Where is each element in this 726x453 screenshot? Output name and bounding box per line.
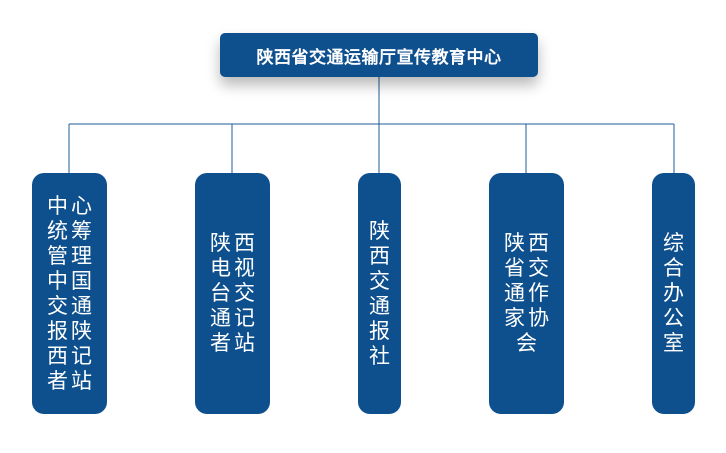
label-glyph: 记	[234, 306, 255, 330]
child-node-newspaper: 陕西交通报社	[358, 173, 401, 414]
child-node-label: 综合办公室	[662, 231, 686, 356]
label-glyph: 通	[504, 281, 525, 305]
child-node-general-office: 综合办公室	[652, 173, 695, 414]
label-glyph: 室	[663, 331, 684, 355]
label-glyph: 通	[210, 306, 231, 330]
label-glyph: 协	[528, 306, 549, 330]
label-glyph: 陕	[369, 218, 390, 243]
label-glyph: 通	[71, 293, 92, 318]
label-glyph: 公	[663, 306, 684, 330]
label-glyph: 综	[663, 231, 684, 255]
label-glyph: 社	[369, 343, 390, 368]
label-glyph: 报	[47, 318, 68, 343]
label-glyph: 交	[369, 268, 390, 293]
label-glyph: 电	[210, 256, 231, 280]
label-glyph: 会	[516, 331, 537, 355]
child-node-tv-station: 陕西电视台交通记者站	[195, 173, 270, 414]
child-node-label: 陕西省交通作家协会	[503, 231, 551, 356]
label-glyph: 站	[234, 331, 255, 355]
label-glyph: 台	[210, 281, 231, 305]
label-glyph: 通	[369, 293, 390, 318]
label-glyph: 陕	[504, 231, 525, 255]
label-glyph: 交	[528, 256, 549, 280]
label-glyph: 办	[663, 281, 684, 305]
label-glyph: 陕	[71, 318, 92, 343]
label-glyph: 作	[528, 281, 549, 305]
label-glyph: 心	[71, 193, 92, 218]
label-glyph: 合	[663, 256, 684, 280]
child-node-label: 中心统筹管理中国交通报陕西记者站	[46, 194, 94, 394]
label-glyph: 记	[71, 343, 92, 368]
label-glyph: 站	[71, 368, 92, 393]
child-node-label: 陕西电视台交通记者站	[209, 231, 257, 356]
label-glyph: 者	[210, 331, 231, 355]
label-glyph: 西	[47, 343, 68, 368]
root-node: 陕西省交通运输厅宣传教育中心	[220, 33, 538, 77]
label-glyph: 陕	[210, 231, 231, 255]
label-glyph: 理	[71, 243, 92, 268]
label-glyph: 中	[47, 268, 68, 293]
child-node-writers-association: 陕西省交通作家协会	[489, 173, 564, 414]
label-glyph: 交	[234, 281, 255, 305]
label-glyph: 西	[234, 231, 255, 255]
label-glyph: 省	[504, 256, 525, 280]
label-glyph: 交	[47, 293, 68, 318]
label-glyph: 视	[234, 256, 255, 280]
label-glyph: 西	[528, 231, 549, 255]
label-glyph: 筹	[71, 218, 92, 243]
label-glyph: 西	[369, 243, 390, 268]
label-glyph: 中	[47, 193, 68, 218]
label-glyph: 家	[504, 306, 525, 330]
label-glyph: 统	[47, 218, 68, 243]
label-glyph: 者	[47, 368, 68, 393]
child-node-news-station: 中心统筹管理中国交通报陕西记者站	[32, 173, 107, 414]
root-node-label: 陕西省交通运输厅宣传教育中心	[256, 47, 502, 68]
child-node-label: 陕西交通报社	[368, 219, 392, 369]
label-glyph: 报	[369, 318, 390, 343]
label-glyph: 国	[71, 268, 92, 293]
label-glyph: 管	[47, 243, 68, 268]
